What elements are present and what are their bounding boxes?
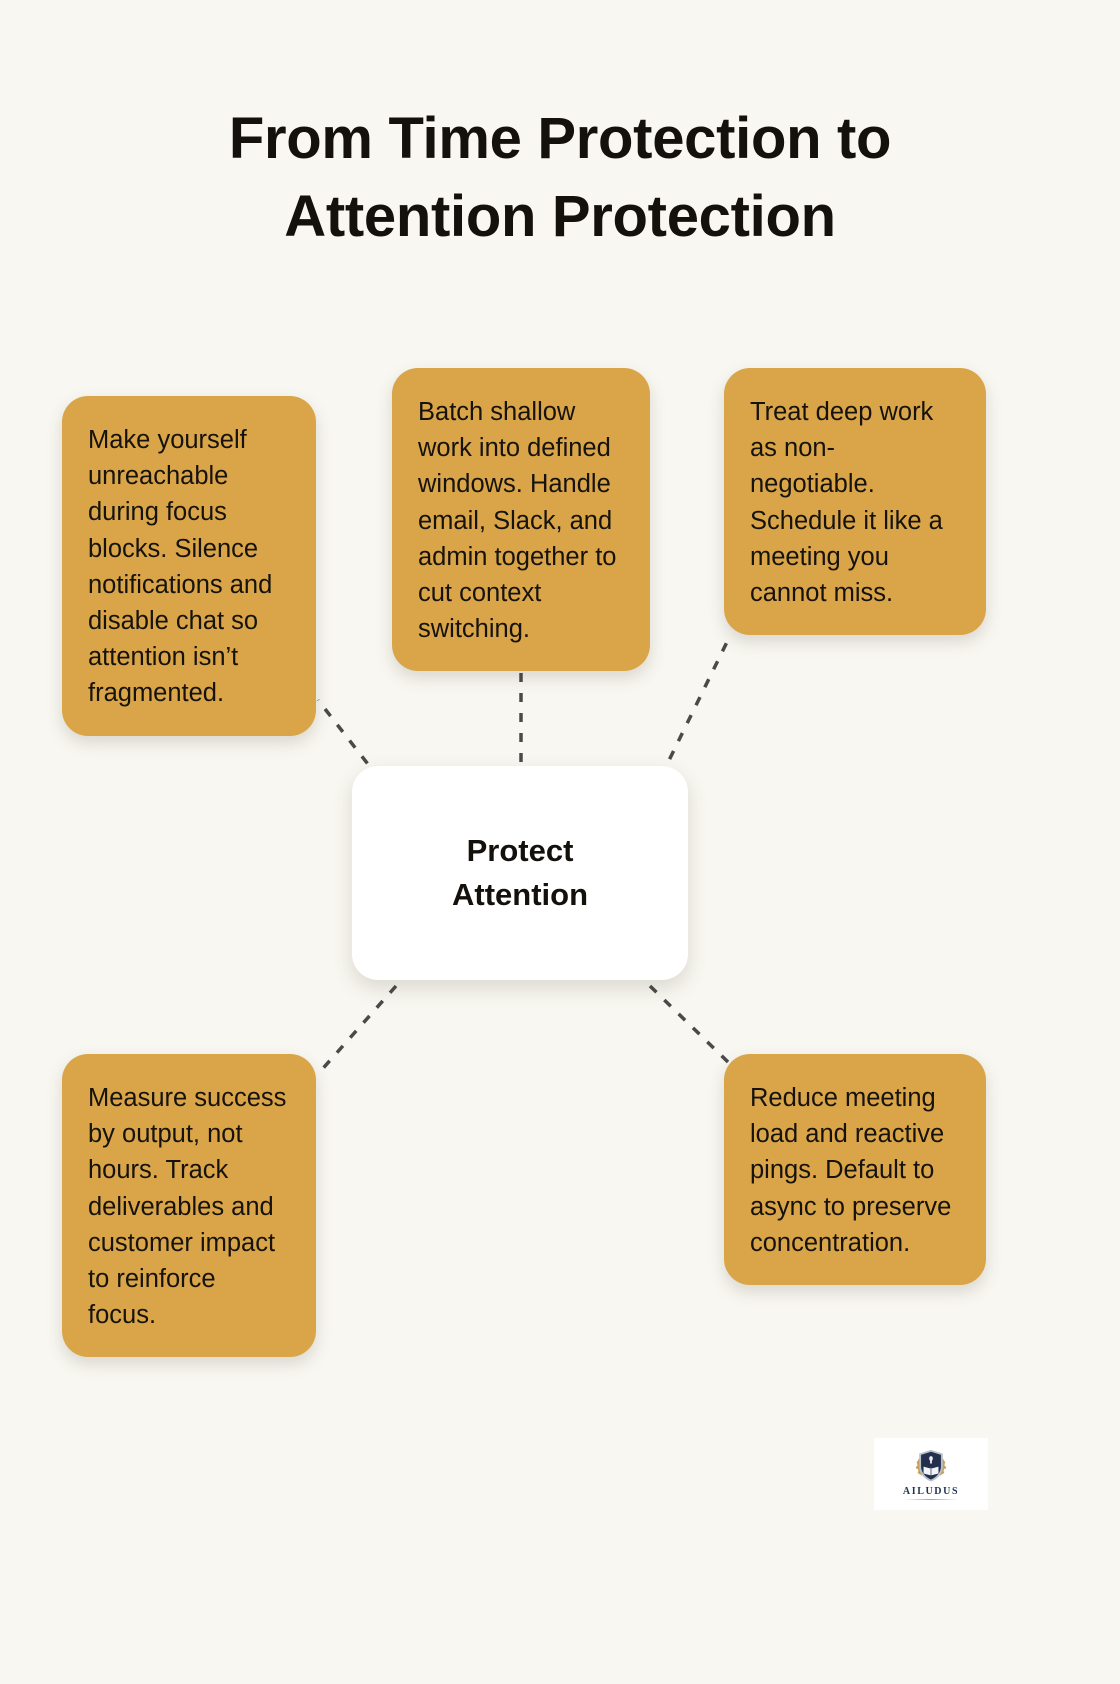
center-node-protect-attention[interactable]: Protect Attention <box>352 766 688 980</box>
node-card-make-yourself-unreachable[interactable]: Make yourself unreachable during focus b… <box>62 396 316 736</box>
node-card-treat-deep-work[interactable]: Treat deep work as non-negotiable. Sched… <box>724 368 986 636</box>
node-card-text: Treat deep work as non-negotiable. Sched… <box>750 398 943 608</box>
logo-wordmark: AILUDUS <box>902 1486 960 1497</box>
page-title: From Time Protection to Attention Protec… <box>228 106 892 250</box>
shield-crest-icon <box>915 1449 947 1482</box>
connector-to-node-5 <box>648 984 730 1064</box>
node-card-reduce-meeting-load[interactable]: Reduce meeting load and reactive pings. … <box>724 1054 986 1286</box>
connector-to-node-4 <box>316 984 398 1076</box>
brand-logo: AILUDUS <box>874 1438 988 1510</box>
node-card-text: Measure success by output, not hours. Tr… <box>88 1084 287 1330</box>
node-card-measure-success[interactable]: Measure success by output, not hours. Tr… <box>62 1054 316 1358</box>
center-node-label: Protect Attention <box>451 832 589 912</box>
node-card-text: Batch shallow work into defined windows.… <box>418 398 617 644</box>
logo-divider <box>904 1499 958 1500</box>
node-card-text: Make yourself unreachable during focus b… <box>88 426 273 708</box>
node-card-text: Reduce meeting load and reactive pings. … <box>750 1084 952 1257</box>
node-card-batch-shallow-work[interactable]: Batch shallow work into defined windows.… <box>392 368 650 672</box>
